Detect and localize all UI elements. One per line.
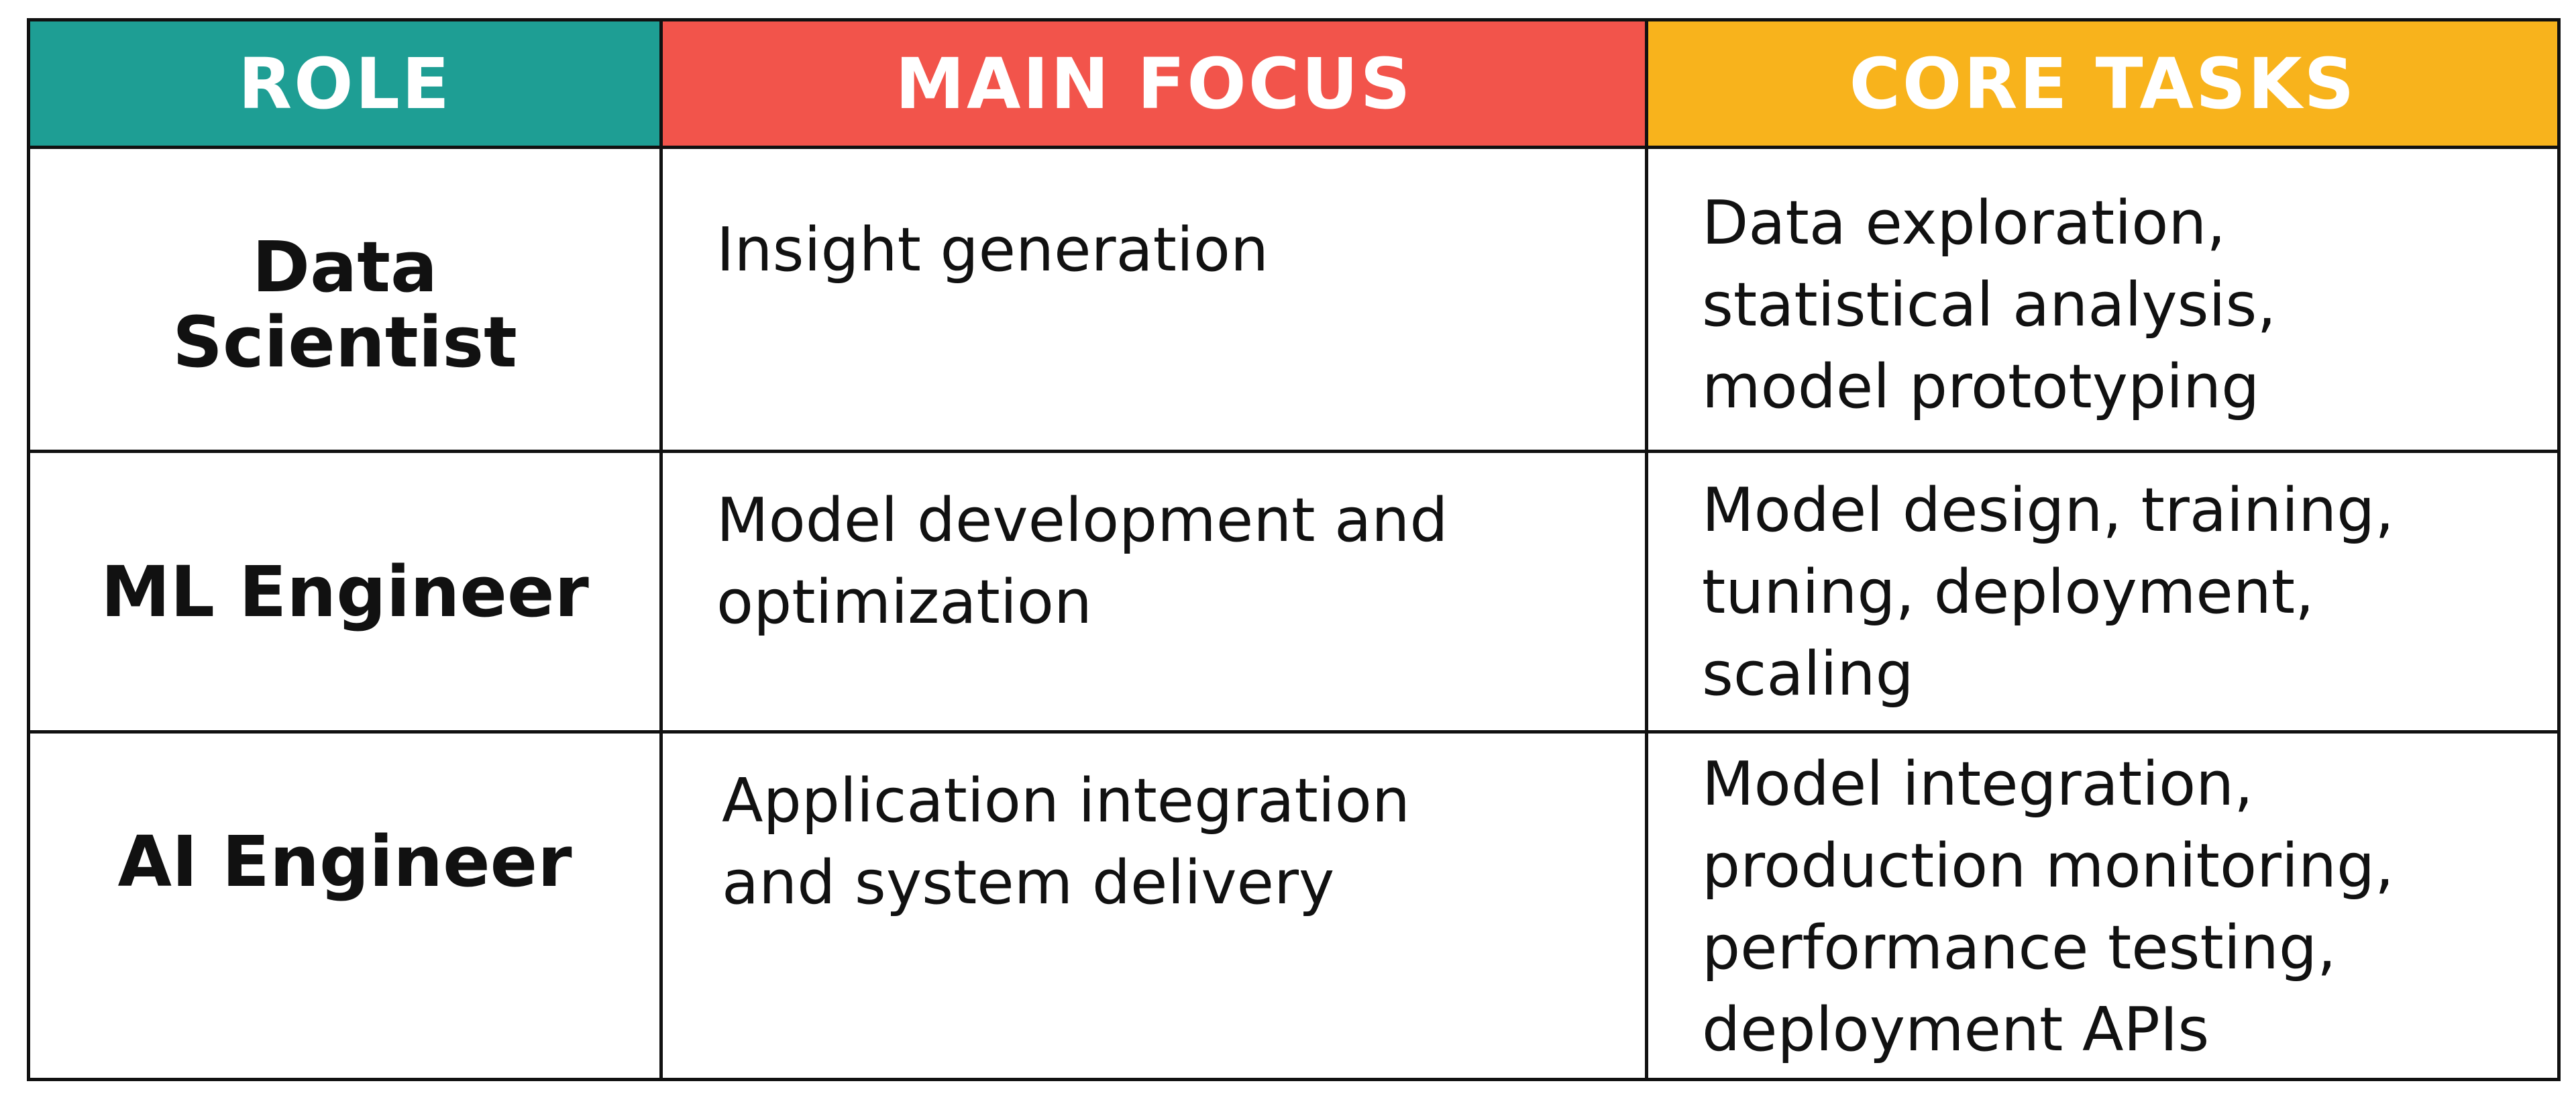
header-main-focus-label: MAIN FOCUS bbox=[895, 42, 1413, 125]
core-tasks-text: Model integration, production monitoring… bbox=[1702, 749, 2394, 1065]
header-role: ROLE bbox=[30, 21, 663, 149]
table-row-core-tasks: Data exploration, statistical analysis, … bbox=[1648, 149, 2557, 453]
header-main-focus: MAIN FOCUS bbox=[663, 21, 1648, 149]
role-label: ML Engineer bbox=[101, 550, 589, 633]
roles-table: ROLE MAIN FOCUS CORE TASKS Data Scientis… bbox=[27, 18, 2561, 1081]
table-row-role: AI Engineer bbox=[30, 734, 663, 1078]
main-focus-text: Insight generation bbox=[716, 215, 1269, 285]
header-role-label: ROLE bbox=[238, 42, 451, 125]
role-label: AI Engineer bbox=[117, 821, 572, 903]
table-row-role: ML Engineer bbox=[30, 453, 663, 734]
main-focus-text: Model development and optimization bbox=[716, 485, 1448, 638]
table-row-main-focus: Model development and optimization bbox=[663, 453, 1648, 734]
main-focus-text: Application integration and system deliv… bbox=[722, 766, 1410, 918]
table-row-main-focus: Insight generation bbox=[663, 149, 1648, 453]
table-row-core-tasks: Model design, training, tuning, deployme… bbox=[1648, 453, 2557, 734]
header-core-tasks-label: CORE TASKS bbox=[1849, 42, 2357, 125]
header-core-tasks: CORE TASKS bbox=[1648, 21, 2557, 149]
role-label: Data Scientist bbox=[172, 225, 517, 383]
table-row-role: Data Scientist bbox=[30, 149, 663, 453]
table-row-core-tasks: Model integration, production monitoring… bbox=[1648, 734, 2557, 1078]
core-tasks-text: Model design, training, tuning, deployme… bbox=[1702, 475, 2394, 709]
core-tasks-text: Data exploration, statistical analysis, … bbox=[1702, 188, 2277, 422]
table-row-main-focus: Application integration and system deliv… bbox=[663, 734, 1648, 1078]
